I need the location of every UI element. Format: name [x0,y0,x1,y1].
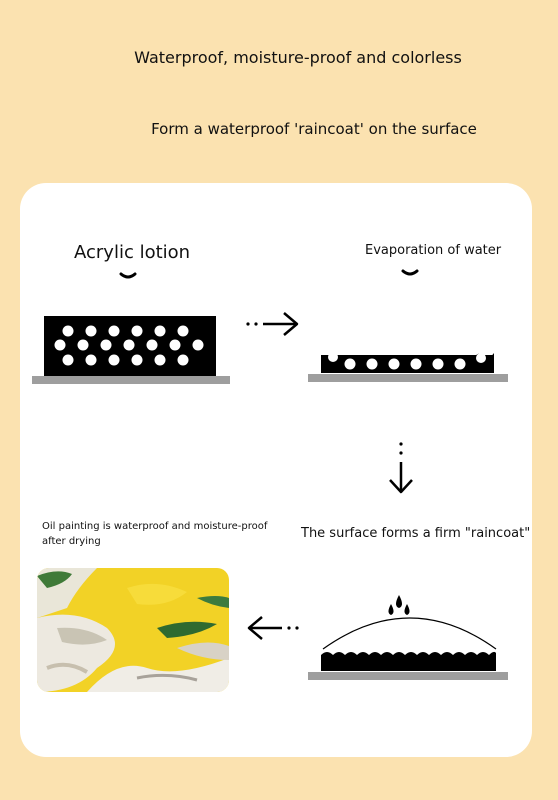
base-plate-3 [308,672,508,680]
base-plate-1 [32,376,230,384]
raincoat-layer [321,651,496,671]
headline-raincoat: Form a waterproof 'raincoat' on the surf… [151,120,477,138]
dotted-arrow-down-icon [389,442,413,494]
base-plate-2 [308,374,508,382]
lotion-bubbles [54,325,204,366]
label-surface-raincoat: The surface forms a firm "raincoat" [301,526,531,541]
evaporated-layer [321,352,494,373]
label-evaporation: Evaporation of water [365,243,502,258]
chevron-down-icon [401,269,419,276]
label-acrylic-lotion: Acrylic lotion [74,242,191,263]
raincoat-dome [322,617,497,650]
label-oil-painting: Oil painting is waterproof and moisture-… [42,519,267,549]
label-oil-painting-line2: after drying [42,536,101,547]
process-diagram [32,269,508,680]
water-drops-icon [388,595,410,615]
headline-waterproof: Waterproof, moisture-proof and colorless [134,48,462,67]
lotion-block [44,316,216,376]
dotted-arrow-left-icon [247,616,299,640]
diagram-panel: Acrylic lotion Evaporation of water The … [20,183,532,757]
oil-painting-image [37,568,229,692]
label-oil-painting-line1: Oil painting is waterproof and moisture-… [42,521,268,532]
dotted-arrow-right-icon [246,312,299,336]
chevron-down-icon [119,272,137,279]
